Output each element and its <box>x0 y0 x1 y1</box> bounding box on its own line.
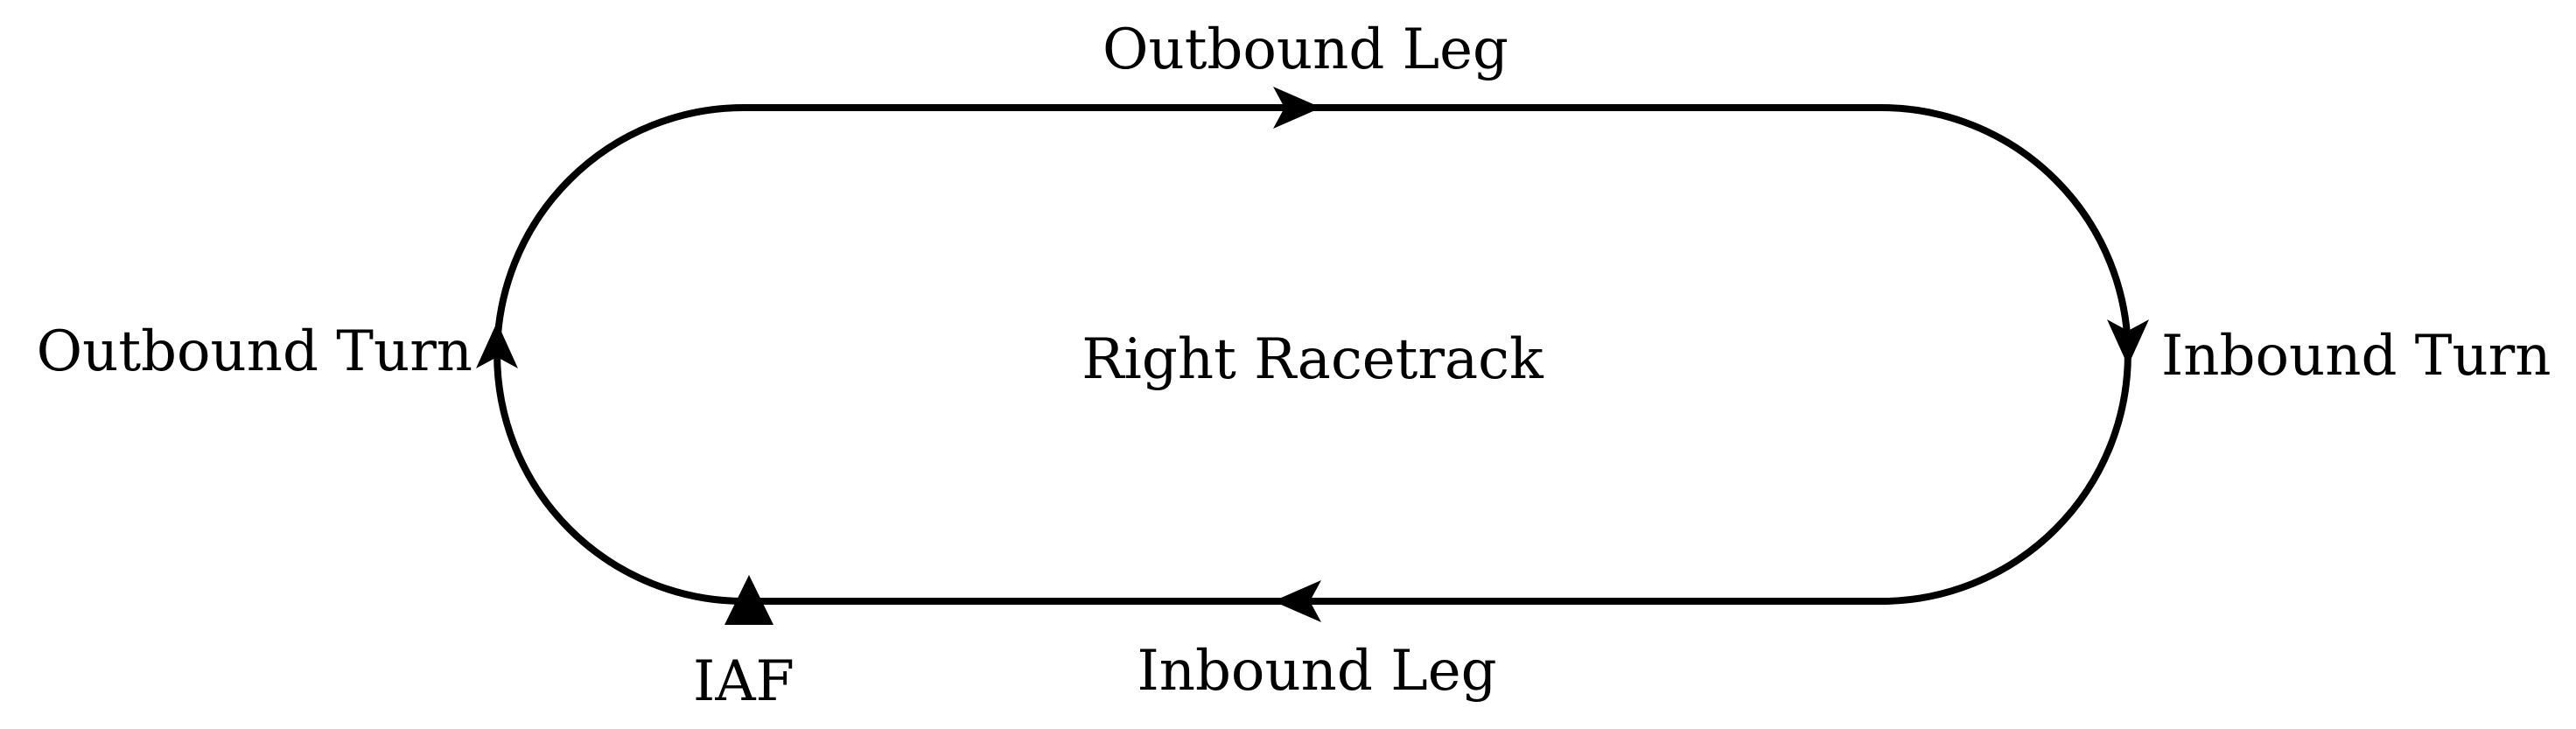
outbound-leg-label: Outbound Leg <box>1102 18 1508 82</box>
inbound-leg-label: Inbound Leg <box>1137 639 1496 704</box>
inbound-turn-arrow-icon <box>2107 319 2149 366</box>
racetrack-title: Right Racetrack <box>1082 327 1544 392</box>
iaf-triangle-icon <box>724 575 774 625</box>
outbound-turn-arrow-icon <box>476 322 518 368</box>
inbound-leg-arrow-icon <box>1273 580 1321 622</box>
outbound-leg-arrow-icon <box>1273 87 1321 129</box>
outbound-turn-label: Outbound Turn <box>37 319 472 384</box>
racetrack-path <box>494 104 2132 605</box>
inbound-turn-label: Inbound Turn <box>2161 324 2551 389</box>
iaf-label: IAF <box>693 649 794 714</box>
